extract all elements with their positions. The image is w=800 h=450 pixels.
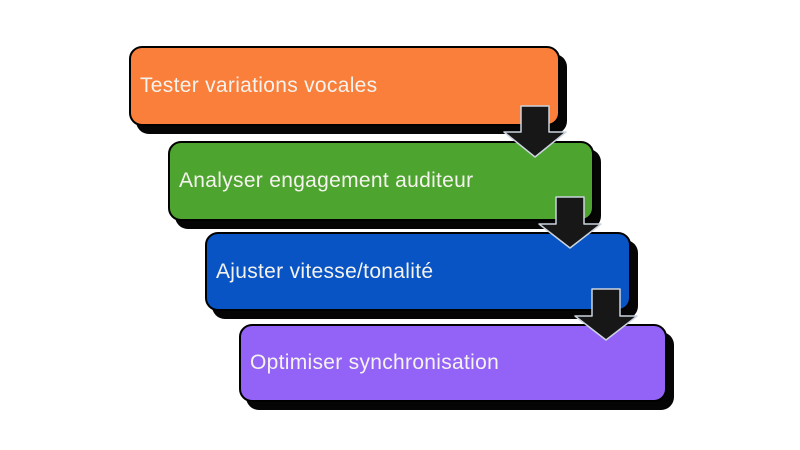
process-step-4-label: Optimiser synchronisation	[250, 351, 500, 374]
process-step-1: Tester variations vocales	[129, 46, 560, 126]
process-step-3-label: Ajuster vitesse/tonalité	[216, 259, 434, 283]
process-step-3: Ajuster vitesse/tonalité	[205, 232, 631, 311]
process-step-4: Optimiser synchronisation	[239, 324, 667, 402]
process-step-1-label: Tester variations vocales	[140, 74, 378, 97]
process-step-2: Analyser engagement auditeur	[168, 141, 594, 221]
process-step-2-label: Analyser engagement auditeur	[179, 169, 474, 192]
